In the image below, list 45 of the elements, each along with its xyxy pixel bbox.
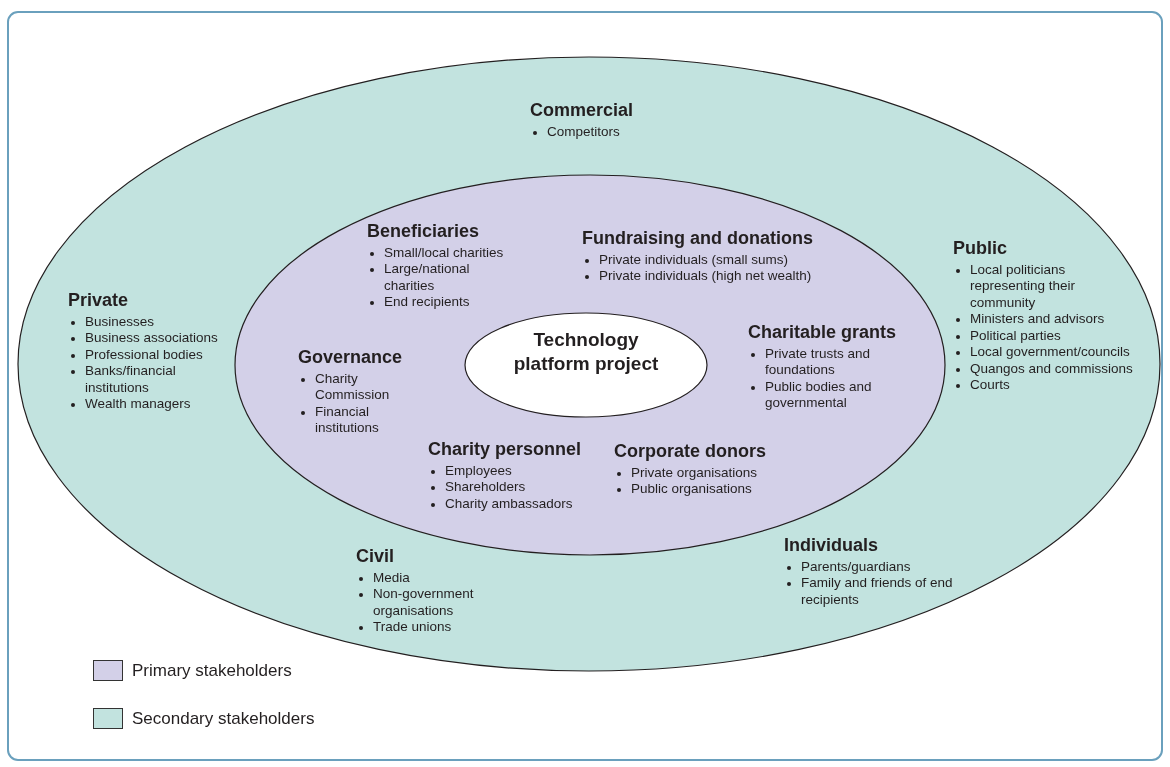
list-item: Non-government organisations	[373, 586, 474, 618]
list-item: Family and friends of end recipients	[801, 575, 953, 607]
list-item: Charity ambassadors	[445, 495, 573, 511]
group-heading: Beneficiaries	[367, 221, 480, 242]
list-item: Shareholders	[445, 479, 526, 495]
list-item: Business associations	[85, 330, 218, 346]
list-item: End recipients	[384, 294, 470, 310]
group-heading: Fundraising and donations	[582, 228, 813, 249]
list-item: Local government/councils	[970, 344, 1130, 360]
list-item: Quangos and commissions	[970, 360, 1133, 376]
group-heading: Corporate donors	[614, 441, 766, 462]
list-item: Competitors	[547, 124, 620, 139]
list-item: Small/local charities	[384, 245, 504, 260]
list-item: Public bodies and governmental	[765, 378, 872, 411]
list-item: Professional bodies	[85, 346, 203, 362]
list-item: Wealth managers	[85, 396, 191, 412]
group-heading: Public	[953, 238, 1007, 259]
list-item: Media	[373, 570, 410, 585]
list-item: Ministers and advisors	[970, 311, 1105, 327]
list-item: Parents/guardians	[801, 559, 911, 574]
list-item: Private individuals (high net wealth)	[599, 268, 812, 284]
list-item: Trade unions	[373, 619, 452, 635]
list-item: Charity Commission	[315, 371, 390, 403]
group-heading: Charitable grants	[748, 322, 897, 343]
list-item: Private individuals (small sums)	[599, 252, 789, 267]
legend-label: Secondary stakeholders	[132, 708, 315, 729]
list-item: Large/national charities	[384, 261, 470, 293]
legend-label: Primary stakeholders	[132, 660, 292, 681]
list-item: Political parties	[970, 327, 1061, 343]
group-heading: Private	[68, 290, 129, 311]
list-item: Private organisations	[631, 465, 758, 480]
list-item: Courts	[970, 377, 1010, 393]
group-heading: Individuals	[784, 535, 879, 556]
list-item: Local politicians representing their community	[970, 262, 1076, 310]
list-item: Employees	[445, 463, 512, 478]
group-heading: Commercial	[530, 100, 634, 121]
list-item: Financial institutions	[315, 403, 379, 436]
group-heading: Governance	[298, 347, 403, 368]
group-heading: Civil	[356, 546, 394, 567]
list-item: Banks/financial institutions	[85, 363, 176, 395]
list-item: Private trusts and foundations	[765, 346, 871, 378]
group-heading: Charity personnel	[428, 439, 582, 460]
list-item: Public organisations	[631, 481, 752, 497]
center-label: Technology platform project	[512, 328, 660, 377]
list-item: Businesses	[85, 314, 155, 329]
